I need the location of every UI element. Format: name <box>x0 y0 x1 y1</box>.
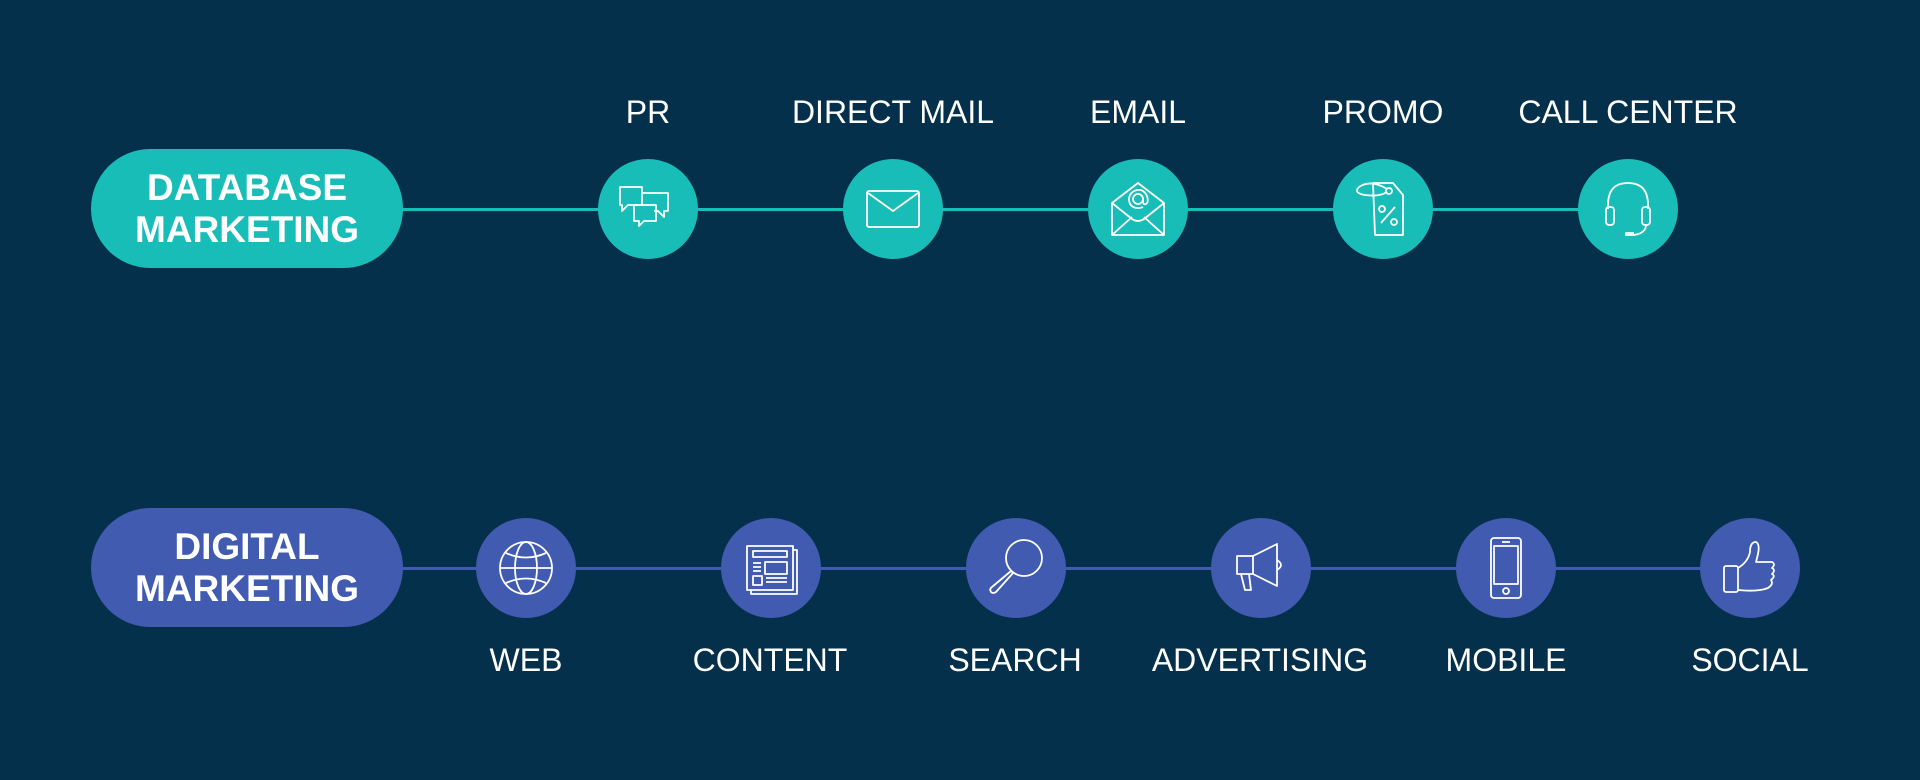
channel-node-direct-mail <box>843 159 943 259</box>
channel-label-advertising: ADVERTISING <box>1151 642 1369 678</box>
speech-bubbles-icon <box>619 186 669 227</box>
channel-label-call-center: CALL CENTER <box>1518 94 1738 130</box>
headset-icon <box>1605 182 1651 236</box>
channel-node-email <box>1088 159 1188 259</box>
globe-icon <box>499 541 553 595</box>
digital-title-line2: MARKETING <box>134 567 360 609</box>
channel-node-promo <box>1333 159 1433 259</box>
channel-node-pr <box>598 159 698 259</box>
channel-label-promo: PROMO <box>1322 94 1444 130</box>
digital-connector-line <box>400 567 1752 570</box>
megaphone-icon <box>1236 543 1282 591</box>
channel-label-pr: PR <box>625 94 671 130</box>
channel-label-web: WEB <box>489 642 563 678</box>
thumbs-up-icon <box>1723 541 1775 593</box>
channel-node-search <box>966 518 1066 618</box>
magnifier-icon <box>989 539 1043 594</box>
channel-node-web <box>476 518 576 618</box>
channel-node-mobile <box>1456 518 1556 618</box>
envelope-icon <box>866 190 920 228</box>
channel-label-direct-mail: DIRECT MAIL <box>791 94 995 130</box>
database-title-line1: DATABASE <box>146 166 348 208</box>
channel-label-search: SEARCH <box>948 642 1082 678</box>
digital-marketing-pill: DIGITAL MARKETING <box>91 508 403 627</box>
channel-label-mobile: MOBILE <box>1445 642 1567 678</box>
digital-title-line1: DIGITAL <box>174 525 320 567</box>
smartphone-icon <box>1490 537 1522 599</box>
channel-node-advertising <box>1211 518 1311 618</box>
discount-tag-icon <box>1356 182 1404 236</box>
channel-label-content: CONTENT <box>692 642 848 678</box>
newspaper-icon <box>746 545 798 595</box>
channel-node-call-center <box>1578 159 1678 259</box>
channel-label-email: EMAIL <box>1089 94 1187 130</box>
database-marketing-pill: DATABASE MARKETING <box>91 149 403 268</box>
open-envelope-at-icon <box>1111 182 1165 236</box>
channel-label-social: SOCIAL <box>1691 642 1809 678</box>
channel-node-social <box>1700 518 1800 618</box>
database-title-line2: MARKETING <box>134 208 360 250</box>
channel-node-content <box>721 518 821 618</box>
database-connector-line <box>400 208 1630 211</box>
